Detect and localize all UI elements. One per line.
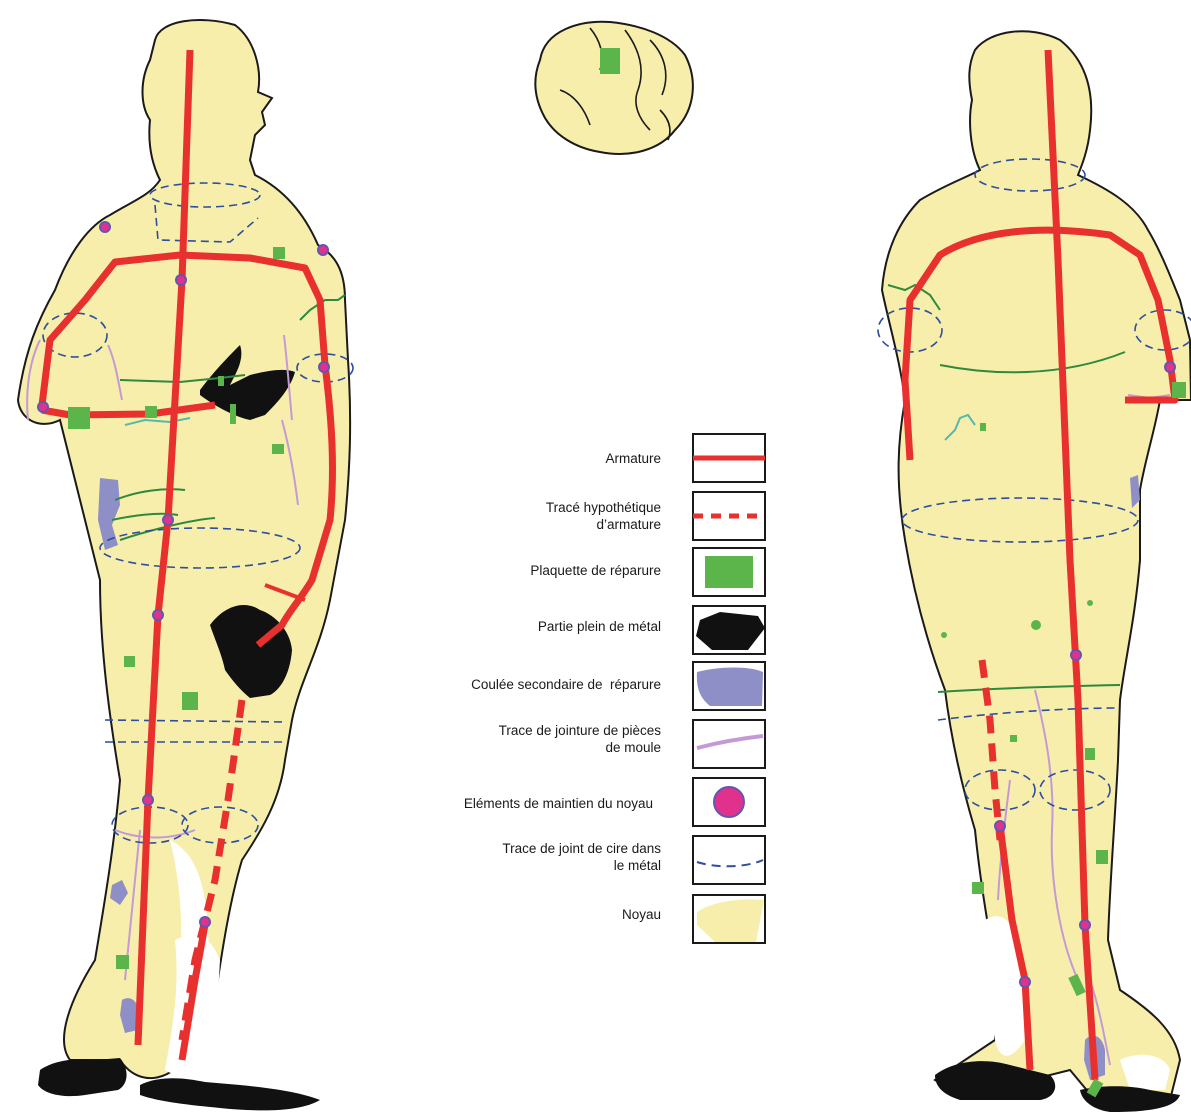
legend-swatch-core-support <box>693 778 765 826</box>
head-repair-plate <box>600 48 620 74</box>
back-repair-plate-4 <box>1096 850 1108 864</box>
back-repair-dot-3 <box>941 632 947 638</box>
legend-label-mould-joint: Trace de jointure de pièces de moule <box>496 722 661 756</box>
legend-label-core: Noyau <box>622 906 661 923</box>
back-core-support-4 <box>1080 920 1090 930</box>
legend-swatch-core <box>693 895 765 943</box>
front-repair-plate-4 <box>273 247 285 259</box>
legend-swatch-armature <box>693 434 765 482</box>
back-core-support-3 <box>995 821 1005 831</box>
legend-swatch-secondary-casting <box>693 662 765 710</box>
legend-label-wax-joint: Trace de joint de cire dans le métal <box>501 840 661 874</box>
front-solid-foot-left <box>38 1058 127 1096</box>
back-view-figure <box>878 31 1191 1112</box>
legend-label-secondary-casting: Coulée secondaire de réparure <box>471 676 661 693</box>
legend-label-solid-metal: Partie plein de métal <box>538 618 661 635</box>
back-repair-dot-2 <box>1031 620 1041 630</box>
front-core-support-6 <box>163 515 173 525</box>
front-core-support-4 <box>319 362 329 372</box>
front-repair-plate-7 <box>182 692 198 710</box>
legend-swatch-repair-plate <box>693 548 765 596</box>
back-repair-dot-1 <box>1087 600 1093 606</box>
legend-label-armature-hypothetical: Tracé hypothétique d’armature <box>491 499 661 533</box>
front-repair-plate-6 <box>124 656 135 667</box>
front-solid-foot-right <box>140 1078 320 1110</box>
legend-label-repair-plate: Plaquette de réparure <box>530 562 661 579</box>
legend-swatch-armature-hypothetical <box>693 492 765 540</box>
back-repair-plate-2 <box>980 423 986 431</box>
back-repair-plate-1 <box>1172 382 1186 398</box>
front-repair-plate-8 <box>116 955 129 969</box>
front-core-support-2 <box>318 245 328 255</box>
back-core-support-5 <box>1020 977 1030 987</box>
front-repair-plate-1 <box>68 407 90 429</box>
legend-swatch-wax-joint <box>693 836 765 884</box>
head-top-view <box>535 22 692 154</box>
front-core-support-3 <box>176 275 186 285</box>
front-core-support-7 <box>153 610 163 620</box>
front-repair-plate-2 <box>145 406 157 418</box>
back-core-support-2 <box>1071 650 1081 660</box>
front-core-support-9 <box>200 917 210 927</box>
legend-swatches <box>693 434 765 943</box>
front-repair-plate-9 <box>218 376 224 386</box>
back-repair-plate-6 <box>1010 735 1017 742</box>
legend-label-core-support: Eléments de maintien du noyau <box>464 795 653 812</box>
front-core-support-5 <box>38 402 48 412</box>
legend-swatch-mould-joint <box>693 720 765 768</box>
front-core-support-8 <box>143 795 153 805</box>
front-repair-plate-5 <box>272 444 284 454</box>
back-core-support-1 <box>1165 362 1175 372</box>
legend-swatch-solid-metal <box>693 606 765 654</box>
front-view-figure <box>18 20 353 1110</box>
front-repair-plate-3 <box>230 404 236 424</box>
back-repair-plate-5 <box>972 882 984 894</box>
legend-label-armature: Armature <box>605 450 661 467</box>
back-repair-plate-3 <box>1085 748 1095 760</box>
front-core-support-1 <box>100 222 110 232</box>
